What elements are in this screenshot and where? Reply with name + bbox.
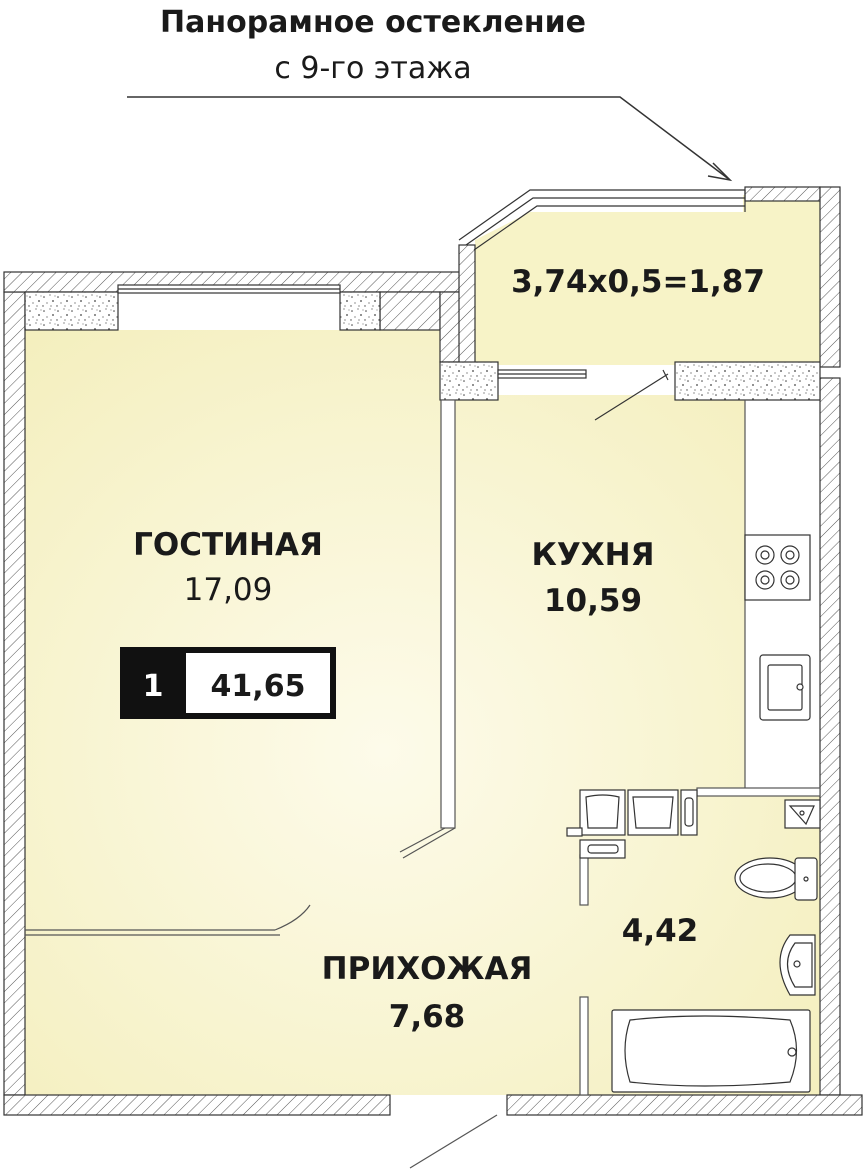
bathroom-area: 4,42 [622,913,699,949]
balcony-area-label: 3,74х0,5=1,87 [511,264,765,300]
washing-machine-icon [566,789,698,859]
toilet-icon [734,857,818,901]
kitchen-area: 10,59 [544,583,642,619]
hall-name: ПРИХОЖАЯ [322,951,533,987]
badge-total-area: 41,65 [211,669,306,704]
living-room-area: 17,09 [184,572,273,608]
sink-icon [759,654,811,721]
annotation-line-1: Панорамное остекление [160,5,586,40]
concrete-blocks [24,291,821,401]
living-room-name: ГОСТИНАЯ [133,527,323,563]
loggia-glazing [458,189,746,251]
annotation-line-2: с 9-го этажа [274,51,471,86]
balcony-door [497,369,669,421]
washbasin-icon [784,799,821,829]
bathtub-icon [611,1009,811,1093]
kitchen-name: КУХНЯ [532,537,655,573]
apartment-badge: 1 41,65 [120,647,336,719]
annotation-leader-arrow [127,96,733,182]
living-window [117,284,341,294]
hall-area: 7,68 [389,999,466,1035]
bathroom-sink-icon [779,934,816,996]
badge-rooms-count: 1 [143,669,164,704]
room-floor [25,195,820,1095]
stove-icon [744,534,811,601]
